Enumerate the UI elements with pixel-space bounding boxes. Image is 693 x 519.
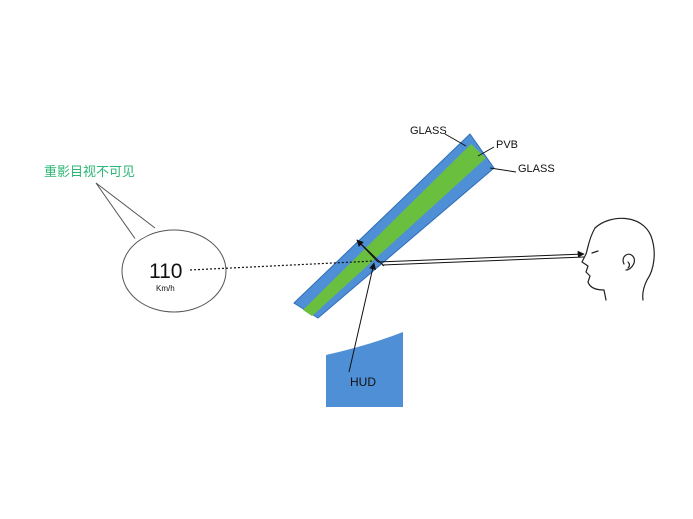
ray-reflection-cross [356, 239, 385, 267]
speed-value: 110 [149, 260, 182, 283]
ray-glass-to-eye-upper [377, 250, 585, 263]
label-leaders [444, 133, 517, 173]
ray-hud-to-glass [348, 262, 377, 373]
pvb-label: PVB [496, 139, 518, 151]
hud-projector-box [326, 332, 403, 407]
pvb-layer [303, 144, 486, 316]
virtual-image-line [189, 260, 375, 271]
windshield [293, 133, 495, 319]
light-rays [348, 239, 585, 373]
hud-label: HUD [350, 375, 376, 389]
glass-right-label: GLASS [518, 163, 555, 175]
ghost-caption: 重影目视不可见 [44, 164, 135, 180]
speed-unit: Km/h [156, 284, 175, 293]
glass-top-label: GLASS [410, 125, 447, 137]
thought-bubble [95, 182, 227, 313]
human-head-profile-icon [581, 217, 655, 301]
ray-glass-to-eye-lower [381, 256, 585, 266]
